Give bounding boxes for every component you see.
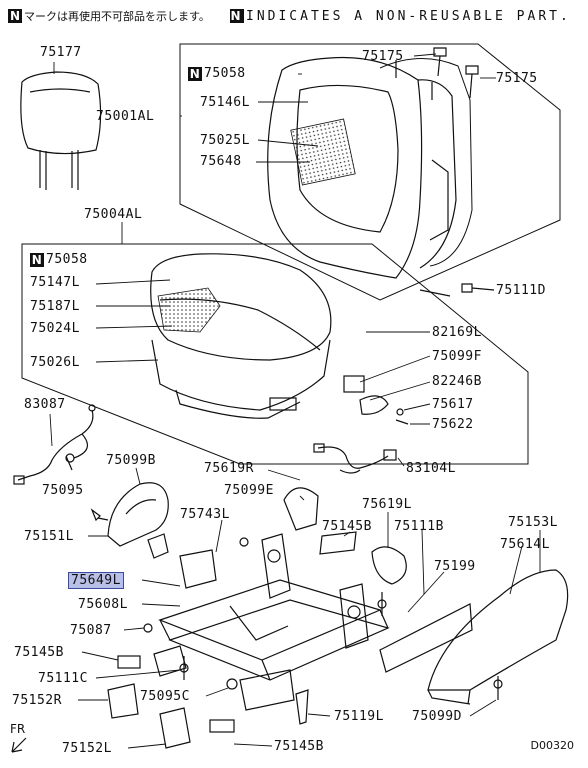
- part-label[interactable]: 75099D: [412, 709, 462, 724]
- drawing-code: D00320: [530, 739, 574, 752]
- cover-icon: [179, 549, 217, 589]
- part-label[interactable]: 75608L: [78, 597, 128, 612]
- part-label[interactable]: 75095: [42, 483, 84, 498]
- part-label[interactable]: 75099B: [106, 453, 156, 468]
- bolt-icon: [65, 453, 503, 700]
- part-label[interactable]: 75622: [432, 417, 474, 432]
- cover-icon: [371, 546, 407, 585]
- n-badge-icon: N: [188, 67, 202, 81]
- note-jp-text: マークは再使用不可部品を示します。: [24, 10, 210, 23]
- part-label[interactable]: 75648: [200, 154, 242, 169]
- part-label[interactable]: 75619L: [362, 497, 412, 512]
- bolt-icon: [433, 47, 495, 293]
- part-label[interactable]: 75095C: [140, 689, 190, 704]
- part-label[interactable]: 75111C: [38, 671, 88, 686]
- cover-icon: [159, 707, 191, 749]
- note-en-text: INDICATES A NON-REUSABLE PART.: [246, 9, 571, 24]
- bracket-icon: [343, 375, 409, 425]
- n-badge-icon: N: [8, 9, 22, 23]
- cover-icon: [295, 689, 309, 725]
- part-number: 75649L: [68, 572, 124, 589]
- part-label[interactable]: 75151L: [24, 529, 74, 544]
- part-label[interactable]: 75175: [362, 49, 404, 64]
- part-number: 75058: [204, 66, 246, 81]
- part-label[interactable]: 75099F: [432, 349, 482, 364]
- part-label[interactable]: 82246B: [432, 374, 482, 389]
- seatback-icon: [267, 56, 473, 297]
- plug-icon: [117, 655, 141, 669]
- part-label[interactable]: 75152L: [62, 741, 112, 756]
- part-label[interactable]: 75177: [40, 45, 82, 60]
- part-label[interactable]: 75175: [496, 71, 538, 86]
- part-label[interactable]: 75614L: [500, 537, 550, 552]
- part-label[interactable]: 75743L: [180, 507, 230, 522]
- part-number: 75058: [46, 252, 88, 267]
- part-label[interactable]: 75619R: [204, 461, 254, 476]
- wire-harness-icon: [13, 404, 96, 485]
- part-label[interactable]: 75187L: [30, 299, 80, 314]
- side-cover-icon: [107, 482, 169, 547]
- part-label[interactable]: 75146L: [200, 95, 250, 110]
- part-label[interactable]: 75024L: [30, 321, 80, 336]
- front-arrow-icon: [11, 737, 27, 753]
- part-label[interactable]: 75145B: [274, 739, 324, 754]
- cover-icon: [319, 531, 357, 555]
- front-direction-label: FR: [10, 722, 26, 736]
- wire-harness-icon: [313, 443, 397, 474]
- seat-cushion-icon: [150, 253, 332, 419]
- headrest-icon: [20, 71, 102, 190]
- part-label[interactable]: 75153L: [508, 515, 558, 530]
- part-label[interactable]: 75004AL: [84, 207, 143, 222]
- part-label[interactable]: 75111D: [496, 283, 546, 298]
- part-label[interactable]: 75119L: [334, 709, 384, 724]
- part-label[interactable]: 75026L: [30, 355, 80, 370]
- part-label[interactable]: 75145B: [14, 645, 64, 660]
- n-badge-icon: N: [230, 9, 244, 23]
- outer-shield-icon: [379, 569, 569, 705]
- cover-icon: [283, 487, 319, 531]
- part-label-highlighted[interactable]: 75649L: [68, 572, 124, 589]
- part-label[interactable]: 75025L: [200, 133, 250, 148]
- seat-adjuster-frame-icon: [153, 533, 390, 711]
- part-label[interactable]: 82169L: [432, 325, 482, 340]
- part-label[interactable]: 75111B: [394, 519, 444, 534]
- knob-icon: [147, 533, 169, 559]
- part-label[interactable]: 75145B: [322, 519, 372, 534]
- cover-icon: [107, 683, 139, 719]
- plug-icon: [209, 719, 235, 733]
- part-label[interactable]: 83087: [24, 397, 66, 412]
- part-label[interactable]: 75001AL: [96, 109, 155, 124]
- part-label[interactable]: 75099E: [224, 483, 274, 498]
- part-label[interactable]: 75617: [432, 397, 474, 412]
- part-label[interactable]: 83104L: [406, 461, 456, 476]
- part-label[interactable]: 75087: [70, 623, 112, 638]
- n-badge-icon: N: [30, 253, 44, 267]
- part-label[interactable]: 75152R: [12, 693, 62, 708]
- part-label[interactable]: 75147L: [30, 275, 80, 290]
- part-label[interactable]: 75199: [434, 559, 476, 574]
